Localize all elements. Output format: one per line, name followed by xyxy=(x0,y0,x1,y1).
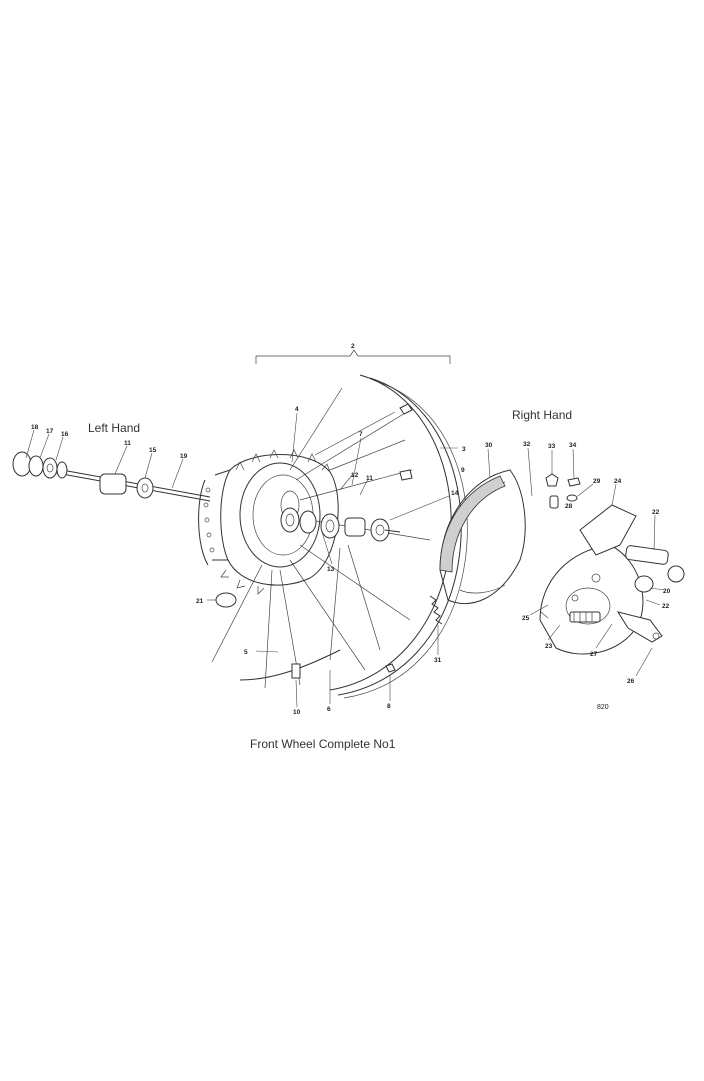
part-label-32: 32 xyxy=(523,441,531,448)
part-label-19: 19 xyxy=(180,453,188,460)
part-label-21-left: 21 xyxy=(196,598,204,605)
brake-backing-plate xyxy=(539,544,644,655)
part-label-26: 26 xyxy=(627,678,635,685)
right-hand-heading: Right Hand xyxy=(512,408,572,422)
shoe-pivot-fittings xyxy=(545,473,581,509)
part-label-12: 12 xyxy=(351,472,359,479)
diagram-caption: Front Wheel Complete No1 xyxy=(250,737,396,751)
part-label-31: 31 xyxy=(434,657,442,664)
part-label-4: 4 xyxy=(295,406,299,413)
part-label-17: 17 xyxy=(46,428,54,435)
brake-shoe xyxy=(439,469,526,605)
part-label-22-bottom: 22 xyxy=(662,603,670,610)
part-label-28: 28 xyxy=(565,503,573,510)
wheel-assembly-bracket xyxy=(255,349,451,364)
part-number-labels: 2 4 3 7 12 11 9 14 13 5 6 10 8 18 17 16 … xyxy=(31,343,671,716)
leader-lines xyxy=(25,412,665,708)
part-label-34: 34 xyxy=(569,442,577,449)
spacer-left xyxy=(215,592,237,608)
left-hand-heading: Left Hand xyxy=(88,421,140,435)
part-label-8: 8 xyxy=(387,703,391,710)
part-label-13: 13 xyxy=(327,566,335,573)
part-label-23: 23 xyxy=(545,643,553,650)
hub-bearing-set xyxy=(280,507,401,542)
part-label-16: 16 xyxy=(61,431,69,438)
part-label-22-top: 22 xyxy=(652,509,660,516)
part-label-25: 25 xyxy=(522,615,530,622)
part-label-27: 27 xyxy=(590,651,598,658)
part-label-7: 7 xyxy=(359,431,363,438)
spoke-nipples xyxy=(291,403,413,679)
wheel-hub xyxy=(198,449,339,595)
part-label-14: 14 xyxy=(451,490,459,497)
brake-cam-lever xyxy=(616,545,685,643)
balance-weight xyxy=(385,663,396,673)
brake-spring xyxy=(429,595,443,625)
wheel-spokes xyxy=(211,387,431,689)
part-label-18: 18 xyxy=(31,424,39,431)
part-label-2: 2 xyxy=(351,343,355,350)
part-label-3: 3 xyxy=(462,446,466,453)
part-label-24: 24 xyxy=(614,478,622,485)
part-label-10: 10 xyxy=(293,709,301,716)
part-label-30: 30 xyxy=(485,442,493,449)
part-label-11-wheel: 11 xyxy=(366,475,373,482)
dust-cover xyxy=(579,504,637,556)
part-label-5: 5 xyxy=(244,649,248,656)
front-axle-assembly xyxy=(12,451,211,502)
part-label-15: 15 xyxy=(149,447,157,454)
part-label-20: 20 xyxy=(663,588,671,595)
part-label-9: 9 xyxy=(461,467,465,474)
part-label-11-axle: 11 xyxy=(124,440,131,447)
part-label-29: 29 xyxy=(593,478,601,485)
part-label-6: 6 xyxy=(327,706,331,713)
plate-number: 820 xyxy=(597,704,609,711)
part-label-33: 33 xyxy=(548,443,556,450)
